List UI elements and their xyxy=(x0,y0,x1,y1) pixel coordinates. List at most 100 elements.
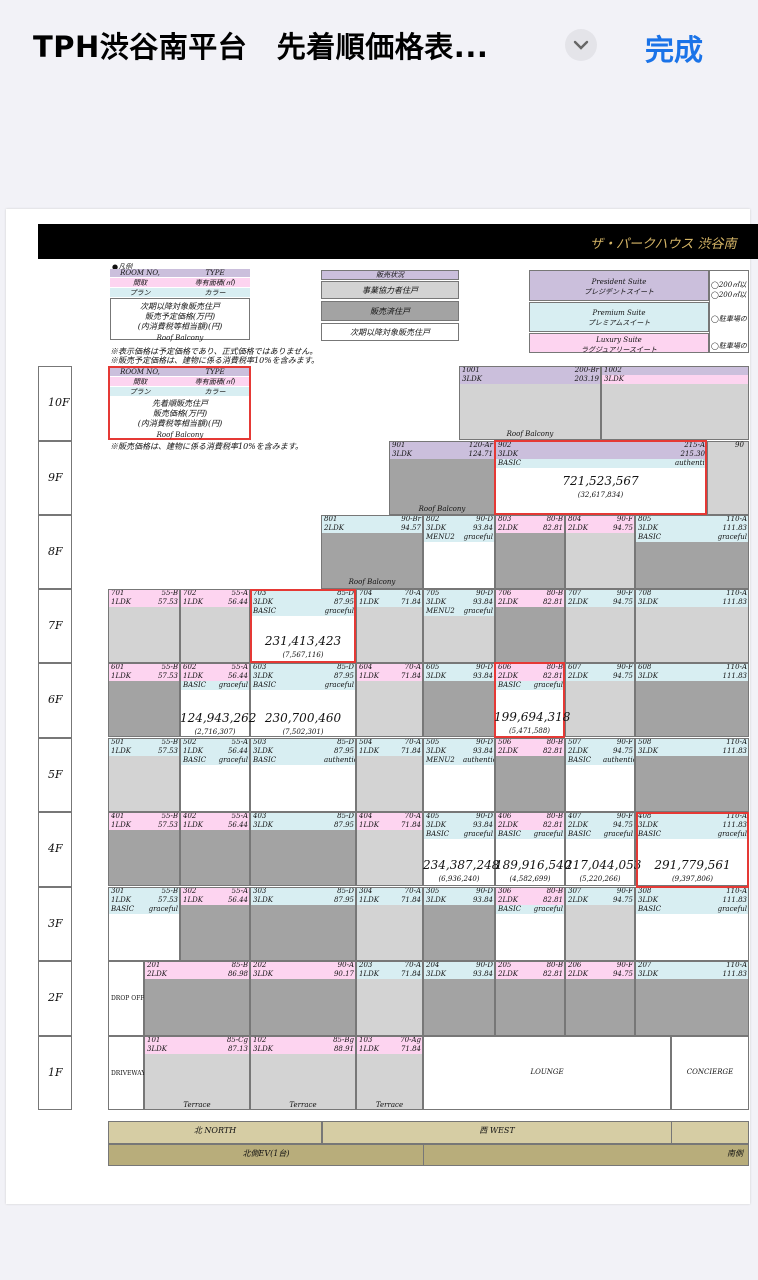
unit-header xyxy=(423,663,495,672)
unit-type: 215-A xyxy=(684,441,705,449)
unit-header xyxy=(180,887,250,896)
price-highlight xyxy=(494,440,707,515)
legend-note1: ※表示価格は予定価格であり、正式価格ではありません。 xyxy=(110,347,318,356)
unit-price: 189,916,540 xyxy=(495,858,572,872)
unit-madori: 3LDK xyxy=(462,375,482,383)
unit-cell xyxy=(250,1036,356,1110)
unit-header xyxy=(423,961,495,970)
unit-body xyxy=(250,905,356,961)
unit-type: 85-D xyxy=(337,589,354,597)
unit-madori: 2LDK xyxy=(568,970,588,978)
unit-body xyxy=(356,979,423,1036)
unit-area: 87.95 xyxy=(333,747,354,755)
unit-body xyxy=(108,830,180,886)
unit-madori: 2LDK xyxy=(498,747,518,755)
suite-luxury xyxy=(529,333,709,353)
unit-row xyxy=(423,598,495,607)
title-menu-button[interactable] xyxy=(565,29,597,61)
unit-plan-row xyxy=(423,830,495,839)
unit-cell xyxy=(635,738,749,812)
unit-type: 110-A xyxy=(726,738,747,746)
unit-madori: 1LDK xyxy=(183,821,203,829)
unit-plan: BASIC xyxy=(568,830,592,838)
unit-room: 805 xyxy=(638,515,652,523)
unit-madori: 3LDK xyxy=(426,598,446,606)
unit-type: 90-F xyxy=(616,663,633,671)
unit-area: 94.75 xyxy=(612,524,633,532)
unit-body xyxy=(423,839,495,886)
unit-madori: 3LDK xyxy=(638,672,658,680)
suite-note: ◯200㎡以 xyxy=(711,281,747,289)
unit-room: 202 xyxy=(253,961,267,969)
unit-header xyxy=(601,366,749,375)
done-button[interactable]: 完成 xyxy=(645,33,704,67)
unit-body xyxy=(565,533,635,589)
unit-plan: BASIC xyxy=(183,756,207,764)
unit-body xyxy=(635,756,749,812)
unit-cell xyxy=(565,515,635,589)
unit-plan: BASIC xyxy=(638,830,662,838)
unit-cell xyxy=(356,887,423,961)
unit-cell xyxy=(144,961,250,1036)
unit-cell xyxy=(635,663,749,737)
footer-north: 北 NORTH xyxy=(193,1126,237,1135)
driveway-label: DRIVEWAY xyxy=(111,1070,146,1077)
unit-header xyxy=(495,441,707,450)
unit-body xyxy=(144,1054,250,1110)
unit-body xyxy=(108,607,180,663)
unit-madori: 3LDK xyxy=(147,1045,167,1053)
unit-cell xyxy=(356,663,423,737)
suite-premium-jp: プレミアムスイート xyxy=(587,319,651,327)
unit-area: 94.75 xyxy=(612,672,633,680)
unit-type: 85-Cg xyxy=(226,1036,248,1044)
unit-room: 302 xyxy=(183,887,197,895)
unit-area: 56.44 xyxy=(227,672,248,680)
unit-madori: 2LDK xyxy=(568,598,588,606)
footer-west: 西 WEST xyxy=(479,1126,515,1135)
unit-row xyxy=(144,1045,250,1054)
unit-header xyxy=(356,1036,423,1045)
legend-area: 専有面積(㎡) xyxy=(194,279,236,287)
unit-body xyxy=(635,542,749,589)
roof-label: Roof Balcony xyxy=(506,430,554,438)
unit-body xyxy=(250,765,356,812)
unit-row xyxy=(180,672,250,681)
unit-madori: 3LDK xyxy=(426,970,446,978)
unit-row xyxy=(423,524,495,533)
unit-cell xyxy=(108,812,180,886)
unit-area: 82.81 xyxy=(542,747,563,755)
unit-type: 110-A xyxy=(726,887,747,895)
unit-type: 200-Br xyxy=(574,366,599,374)
unit-price: 234,387,248 xyxy=(423,858,500,872)
unit-cell xyxy=(565,663,635,737)
unit-body xyxy=(389,459,495,515)
floor-label: 5F xyxy=(48,768,63,781)
unit-madori: 3LDK xyxy=(638,821,658,829)
unit-type: 90-F xyxy=(616,812,633,820)
unit-area: 88.91 xyxy=(333,1045,354,1053)
unit-madori: 2LDK xyxy=(147,970,167,978)
unit-body xyxy=(495,914,565,961)
unit-cell xyxy=(635,515,749,589)
unit-area: 82.81 xyxy=(542,821,563,829)
unit-type: 110-A xyxy=(726,663,747,671)
unit-header xyxy=(423,887,495,896)
unit-madori: 2LDK xyxy=(324,524,344,532)
unit-color: graceful xyxy=(463,533,493,541)
unit-madori: 1LDK xyxy=(111,821,131,829)
unit-room: 802 xyxy=(426,515,440,523)
unit-madori: 3LDK xyxy=(638,970,658,978)
unit-madori: 1LDK xyxy=(359,896,379,904)
unit-room: 305 xyxy=(426,887,440,895)
unit-type: 55-A xyxy=(231,887,248,895)
unit-room: 505 xyxy=(426,738,440,746)
unit-madori: 3LDK xyxy=(253,821,273,829)
unit-header xyxy=(565,663,635,672)
unit-header xyxy=(108,812,180,821)
floor-label: 9F xyxy=(48,471,63,484)
status-title xyxy=(321,270,459,280)
unit-row xyxy=(356,896,423,905)
unit-cell xyxy=(356,589,423,663)
unit-room: 101 xyxy=(147,1036,161,1044)
unit-body xyxy=(423,765,495,812)
